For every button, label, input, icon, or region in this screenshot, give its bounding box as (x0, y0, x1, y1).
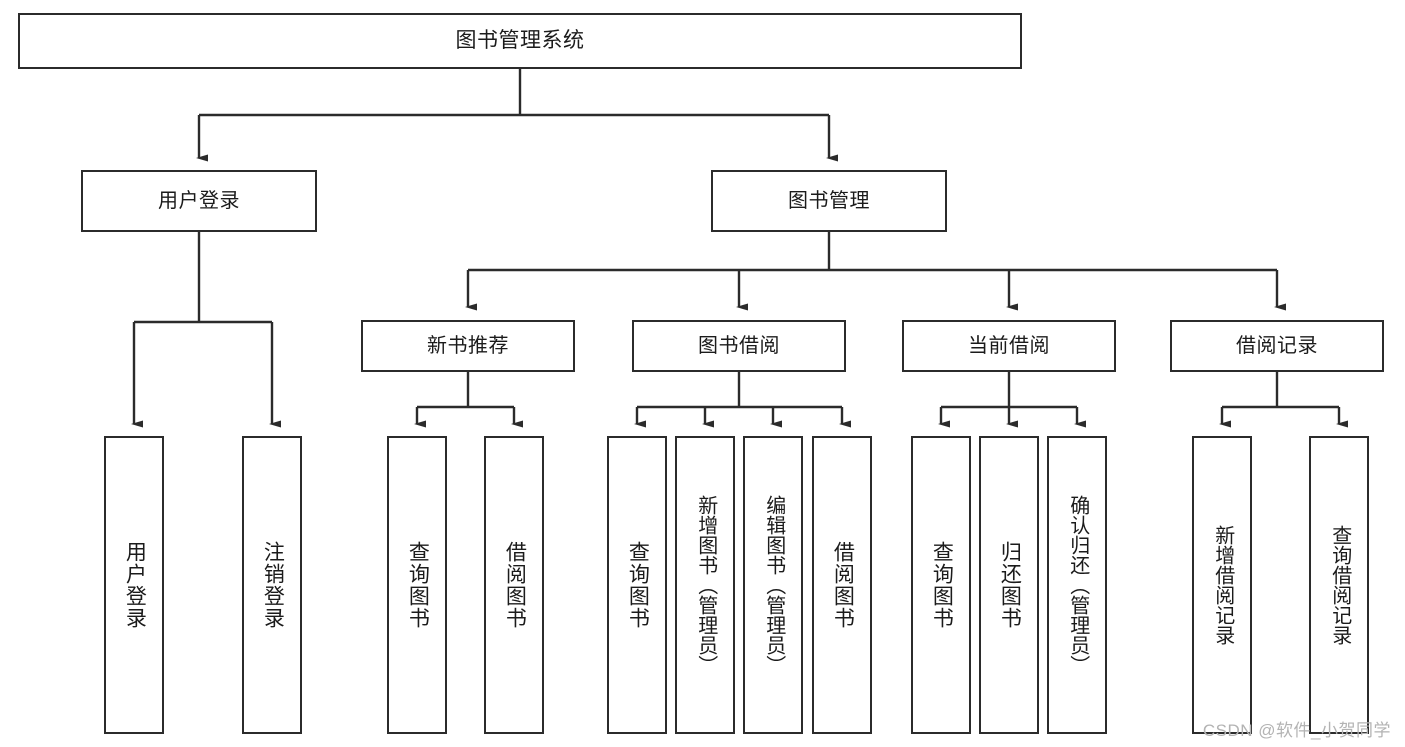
node-label: 归还图书 (998, 541, 1022, 629)
leaf-borrow-query-book[interactable]: 查询图书 (607, 436, 667, 734)
node-label: 借阅记录 (1236, 334, 1318, 357)
leaf-current-return-book[interactable]: 归还图书 (979, 436, 1039, 734)
node-label: 图书借阅 (698, 334, 780, 357)
leaf-recommend-query-book[interactable]: 查询图书 (387, 436, 447, 734)
node-label: 图书管理系统 (455, 29, 585, 53)
node-new-book-recommend[interactable]: 新书推荐 (361, 320, 575, 372)
node-label: 新书推荐 (427, 334, 509, 357)
node-label: 查询图书 (626, 541, 650, 629)
node-label: 查询图书 (930, 541, 954, 629)
leaf-borrow-edit-book-admin[interactable]: 编辑图书（管理员） (743, 436, 803, 734)
leaf-current-confirm-return-admin[interactable]: 确认归还（管理员） (1047, 436, 1107, 734)
leaf-recommend-borrow-book[interactable]: 借阅图书 (484, 436, 544, 734)
node-user-login[interactable]: 用户登录 (81, 170, 317, 232)
node-label: 图书管理 (788, 189, 870, 212)
leaf-user-login[interactable]: 用户登录 (104, 436, 164, 734)
node-borrow-record[interactable]: 借阅记录 (1170, 320, 1384, 372)
node-label: 借阅图书 (503, 541, 527, 629)
node-label: 查询借阅记录 (1328, 525, 1351, 645)
leaf-current-query-book[interactable]: 查询图书 (911, 436, 971, 734)
node-label: 新增借阅记录 (1211, 525, 1234, 645)
node-current-borrow[interactable]: 当前借阅 (902, 320, 1116, 372)
node-label: 借阅图书 (831, 541, 855, 629)
watermark-text: CSDN @软件_小贺同学 (1202, 721, 1391, 740)
leaf-user-logout[interactable]: 注销登录 (242, 436, 302, 734)
leaf-borrow-borrow-book[interactable]: 借阅图书 (812, 436, 872, 734)
node-label: 用户登录 (123, 541, 147, 629)
node-label: 查询图书 (406, 541, 430, 629)
leaf-record-add-borrow-record[interactable]: 新增借阅记录 (1192, 436, 1252, 734)
node-label: 当前借阅 (968, 334, 1050, 357)
node-label: 注销登录 (261, 541, 285, 629)
node-root-system[interactable]: 图书管理系统 (18, 13, 1022, 69)
leaf-borrow-add-book-admin[interactable]: 新增图书（管理员） (675, 436, 735, 734)
node-label: 新增图书（管理员） (694, 495, 717, 675)
node-label: 用户登录 (158, 189, 240, 212)
node-label: 编辑图书（管理员） (762, 495, 785, 675)
node-label: 确认归还（管理员） (1066, 495, 1089, 675)
leaf-record-query-borrow-record[interactable]: 查询借阅记录 (1309, 436, 1369, 734)
node-book-management[interactable]: 图书管理 (711, 170, 947, 232)
node-book-borrow[interactable]: 图书借阅 (632, 320, 846, 372)
